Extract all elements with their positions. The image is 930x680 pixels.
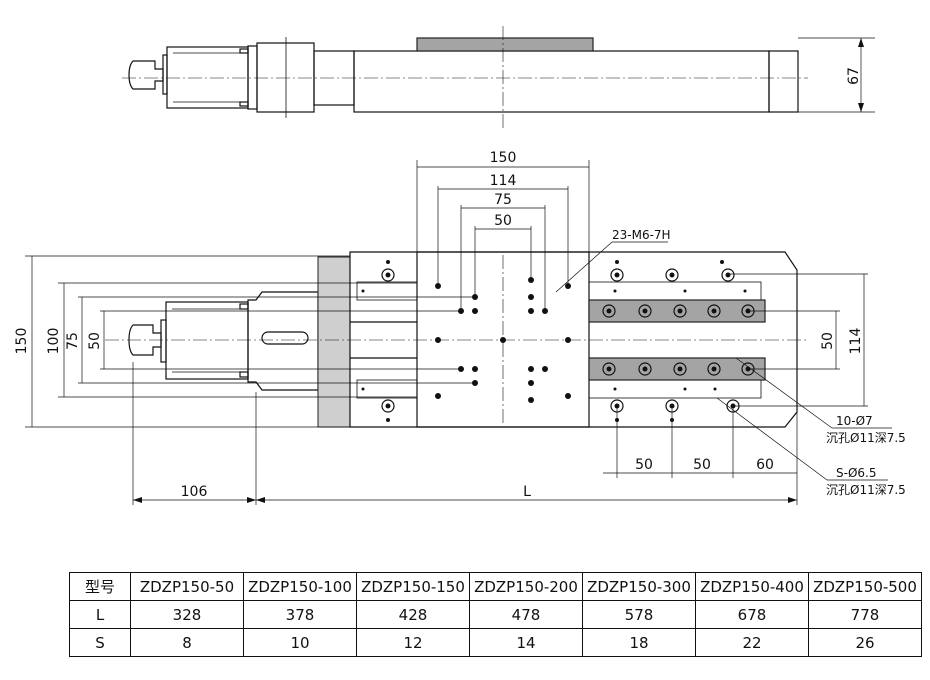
callout-counterbore-1-spec: 沉孔Ø11深7.5 (826, 431, 906, 445)
table-cell: ZDZP150-400 (695, 572, 809, 601)
table-cell: 22 (695, 628, 809, 657)
table-cell: L (69, 600, 131, 629)
dim-length-L: L (523, 484, 531, 500)
callout-counterbore-2-count: S-Ø6.5 (836, 466, 876, 480)
callout-counterbore-1-count: 10-Ø7 (836, 414, 873, 428)
table-cell: S (69, 628, 131, 657)
side-view: 67 (122, 26, 875, 128)
table-cell: 578 (582, 600, 696, 629)
table-cell: 26 (808, 628, 922, 657)
table-header-row: 型号 ZDZP150-50 ZDZP150-100 ZDZP150-150 ZD… (69, 572, 922, 601)
dim-50-bottom-2: 50 (693, 457, 711, 473)
dim-50-right: 50 (820, 332, 836, 350)
top-view: 150 114 75 50 150 100 75 50 50 (14, 150, 906, 505)
dim-motor-106: 106 (181, 484, 208, 500)
table-cell: 678 (695, 600, 809, 629)
height-dim-label: 67 (846, 67, 862, 85)
table-cell: 478 (469, 600, 583, 629)
dim-60-bottom: 60 (756, 457, 774, 473)
dim-50-left: 50 (87, 332, 103, 350)
table-cell: 428 (356, 600, 470, 629)
dim-100-left: 100 (46, 328, 62, 355)
table-cell: 10 (243, 628, 357, 657)
dim-114-top: 114 (490, 173, 517, 189)
table-cell: 778 (808, 600, 922, 629)
dim-50-bottom-1: 50 (635, 457, 653, 473)
spec-table: 型号 ZDZP150-50 ZDZP150-100 ZDZP150-150 ZD… (69, 572, 922, 657)
callout-counterbore-2-spec: 沉孔Ø11深7.5 (826, 483, 906, 497)
dim-75-left: 75 (65, 332, 81, 350)
table-row: L 328 378 428 478 578 678 778 (69, 600, 922, 629)
table-cell: 12 (356, 628, 470, 657)
table-cell: 328 (130, 600, 244, 629)
technical-drawing: 67 (14, 26, 906, 505)
table-cell: ZDZP150-300 (582, 572, 696, 601)
callout-tapped-holes: 23-M6-7H (612, 228, 671, 242)
dim-114-right: 114 (848, 328, 864, 355)
table-cell: 14 (469, 628, 583, 657)
dim-50-top: 50 (494, 213, 512, 229)
dim-150-top: 150 (490, 150, 517, 166)
table-cell: ZDZP150-100 (243, 572, 357, 601)
dim-75-top: 75 (494, 192, 512, 208)
table-cell: ZDZP150-500 (808, 572, 922, 601)
dim-150-left: 150 (14, 328, 30, 355)
table-cell: 8 (130, 628, 244, 657)
table-cell: 型号 (69, 572, 131, 601)
table-row: S 8 10 12 14 18 22 26 (69, 628, 922, 657)
table-cell: ZDZP150-200 (469, 572, 583, 601)
table-cell: ZDZP150-50 (130, 572, 244, 601)
table-cell: ZDZP150-150 (356, 572, 470, 601)
table-cell: 378 (243, 600, 357, 629)
table-cell: 18 (582, 628, 696, 657)
